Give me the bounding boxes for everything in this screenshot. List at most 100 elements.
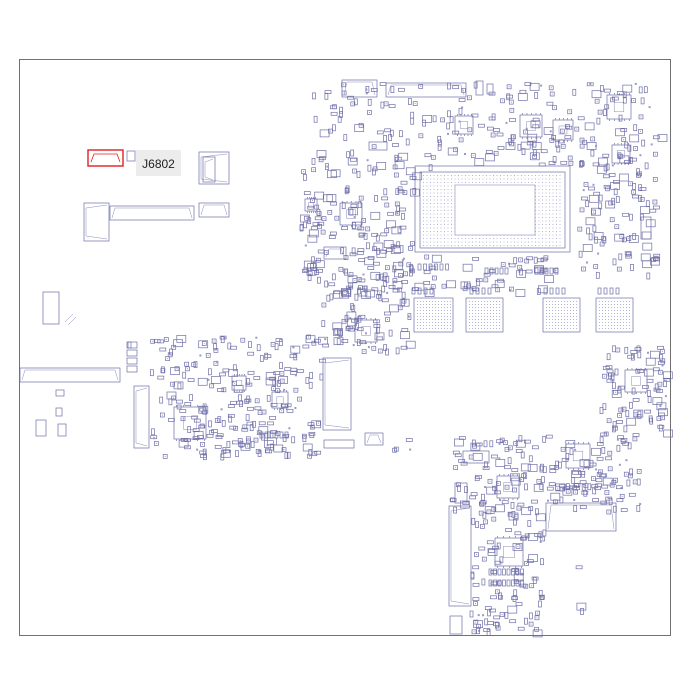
component-pad [581, 145, 583, 147]
ic-pin [578, 468, 579, 470]
bga-ball [496, 175, 498, 176]
via [607, 496, 610, 499]
bga-ball [493, 328, 494, 329]
passive-component [629, 468, 633, 476]
component-pad [567, 490, 569, 492]
component-pad [395, 448, 397, 450]
bga-ball [559, 185, 561, 187]
selected-component-j6802[interactable] [87, 149, 124, 167]
bga-ball [423, 227, 424, 229]
component-pad [352, 103, 354, 105]
passive-component [247, 406, 254, 411]
ic-pin [471, 114, 472, 116]
passive-component [543, 287, 548, 295]
passive-component [478, 546, 486, 551]
bga-ball [430, 227, 431, 229]
bga-ball [549, 301, 550, 302]
small-component [528, 621, 534, 627]
passive-component [493, 615, 501, 620]
passive-component [528, 455, 533, 463]
passive-component [565, 453, 570, 460]
component [240, 442, 251, 451]
bga-ball [417, 307, 418, 308]
small-component [307, 271, 313, 277]
small-component [534, 626, 539, 632]
bga-ball [437, 199, 438, 201]
ic-pin [512, 474, 514, 476]
small-component [253, 437, 259, 443]
component [657, 134, 668, 142]
bga-ball [447, 245, 449, 246]
small-component [481, 556, 487, 562]
passive-component [616, 444, 621, 452]
small-component [361, 218, 366, 223]
bga-ball [573, 310, 574, 311]
ic-pin [503, 474, 505, 476]
small-component [418, 133, 424, 139]
bga-ball [576, 328, 577, 329]
component-pad [508, 86, 510, 88]
bga-ball [426, 301, 427, 302]
passive-component [357, 226, 365, 231]
ic-pin [522, 113, 523, 115]
component-pad [555, 269, 557, 271]
passive-component [608, 372, 613, 380]
passive-component [649, 208, 657, 213]
bga-ball [444, 210, 445, 211]
bga-ball [432, 301, 433, 302]
bga-ball [573, 304, 574, 305]
bga-ball [545, 227, 547, 229]
bga-ball [617, 310, 618, 311]
passive-component [394, 156, 402, 161]
passive-component [356, 251, 364, 256]
selected-component-outline[interactable] [87, 149, 124, 167]
bga-ball [602, 307, 603, 308]
bga-ball [441, 301, 442, 302]
ic-pin [629, 119, 630, 121]
small-component [565, 488, 571, 494]
passive-component [641, 139, 646, 147]
bga-ball [567, 325, 568, 326]
bga-ball [444, 238, 445, 239]
component-pad [320, 159, 322, 161]
small-component [638, 129, 643, 134]
bga-ball [605, 328, 606, 329]
passive-component [587, 483, 592, 491]
bga-ball [423, 192, 424, 194]
bga-ball [423, 199, 424, 201]
small-component [304, 215, 309, 221]
passive-component [324, 280, 329, 288]
bga-ball [420, 307, 421, 308]
component [610, 182, 620, 190]
bga-ball [447, 182, 449, 183]
bga-ball [420, 328, 421, 329]
bga-ball [469, 313, 470, 314]
passive-component [481, 287, 486, 295]
component-pad [553, 136, 555, 138]
bga-ball [438, 301, 439, 302]
ic-pin [286, 390, 287, 392]
passive-component [532, 124, 540, 129]
bga-ball [469, 316, 470, 317]
via [618, 463, 621, 466]
component-pad [613, 482, 615, 483]
passive-component [358, 232, 366, 237]
passive-component [222, 447, 227, 454]
small-component [490, 132, 496, 138]
bga-ball [546, 310, 547, 311]
small-component [604, 104, 610, 110]
component-pad [312, 200, 313, 201]
bga-ball [430, 238, 431, 239]
passive-component [291, 436, 296, 444]
small-component [202, 409, 208, 415]
bga-ball [475, 307, 476, 308]
component-pad [511, 109, 513, 111]
passive-component [275, 338, 283, 342]
passive-component [331, 273, 336, 281]
passive-component [511, 568, 519, 572]
bga-ball [440, 189, 442, 190]
component-pad [606, 492, 608, 493]
bga-ball [430, 210, 431, 211]
component-pad [536, 628, 538, 630]
bga-ball [559, 189, 561, 190]
